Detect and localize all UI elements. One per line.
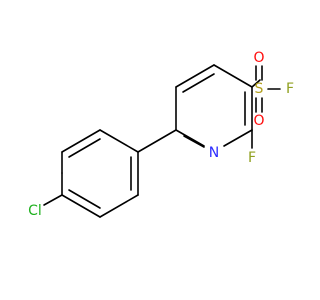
bond [251,79,261,88]
bond [175,129,205,147]
bond [137,129,177,153]
bond [182,73,215,93]
bond [223,129,253,147]
atom-label-fluorine-ring: F [248,150,256,166]
bond [175,64,215,88]
molecule-canvas: Cl N F S O O F [28,50,295,219]
bond [43,194,63,206]
bond [99,194,139,218]
atom-label-oxygen-bottom: O [253,113,264,129]
bond [61,194,101,218]
bond [213,64,253,88]
atom-label-oxygen-top: O [253,50,264,66]
atom-label-sulfur: S [255,81,264,97]
bond [99,129,139,153]
atom-label-fluorine-sulfonyl: F [286,81,294,97]
bond [68,138,101,158]
structure-diagram: Cl N F S O O F [28,50,294,219]
atom-label-nitrogen: N [209,145,219,161]
bond [183,135,205,148]
atom-label-chlorine: Cl [28,203,42,219]
bond [61,129,101,153]
bond [68,189,101,209]
